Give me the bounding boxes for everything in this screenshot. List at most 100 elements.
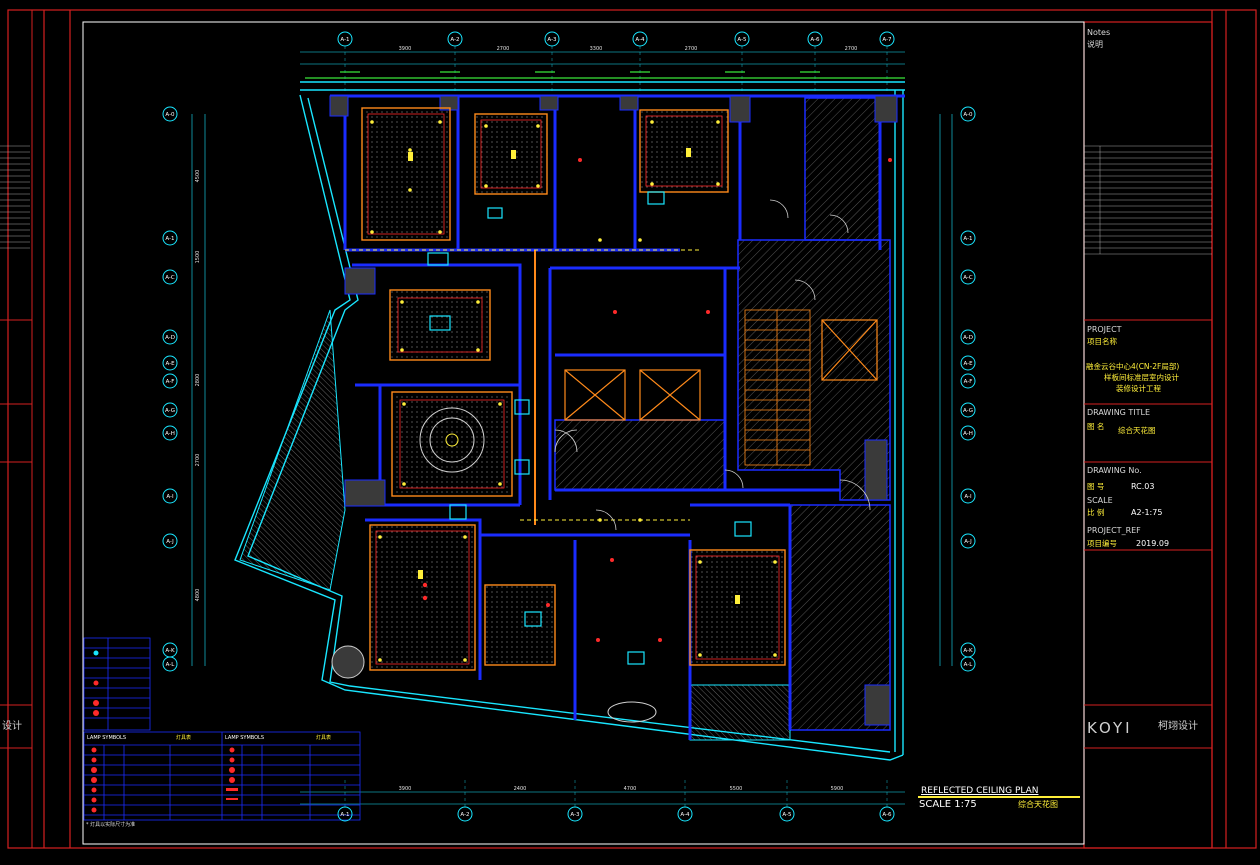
top-dimension-text: 2700 [497, 46, 510, 52]
bottom-dimension-text: 5500 [730, 786, 743, 792]
left-axis-bubble-label: A-D [165, 335, 175, 341]
scale-prefix: 比 例 [1087, 508, 1105, 517]
left-axis-bubble-label: A-I [166, 494, 174, 500]
left-axis-bubble: A-E [162, 355, 178, 371]
legend-lamp-label-left: LAMP SYMBOLS [87, 735, 127, 741]
red-light-symbols [422, 158, 892, 642]
top-axis-bubble: A-4 [632, 31, 648, 47]
drawing-no-label: DRAWING No. [1087, 466, 1142, 475]
legend-table-lamps [83, 731, 361, 821]
bottom-axis-bubble-label: A-5 [782, 812, 792, 818]
bottom-axis-bubble: A-1 [337, 806, 353, 822]
bottom-axis-bubble: A-4 [677, 806, 693, 822]
right-axis-bubble-label: A-C [963, 275, 973, 281]
dining-table [419, 407, 485, 473]
legend-col-header-left: 灯具表 [176, 735, 192, 741]
right-axis-bubble: A-G [960, 402, 976, 418]
drawing-no-prefix: 图 号 [1087, 482, 1105, 491]
light-symbols [370, 120, 777, 662]
plan-title-cn: 综合天花图 [1018, 800, 1058, 809]
left-axis-bubble-label: A-J [166, 539, 174, 545]
top-dimension-text: 2700 [845, 46, 858, 52]
left-axis-bubble-label: A-1 [165, 236, 174, 242]
left-dimension-text: 2800 [195, 374, 201, 387]
left-axis-bubble: A-I [162, 488, 178, 504]
top-dimension-text: 3900 [399, 46, 412, 52]
left-axis-bubble: A-F [162, 373, 178, 389]
left-axis-bubble: A-1 [162, 230, 178, 246]
bottom-dimension-text: 5900 [831, 786, 844, 792]
left-dimension-text: 4800 [195, 589, 201, 602]
legend-symbols [91, 650, 238, 813]
top-axis-bubble-label: A-6 [810, 37, 820, 43]
left-axis-bubble-label: A-F [166, 379, 175, 385]
right-axis-bubble: A-0 [960, 106, 976, 122]
top-axis-bubble-label: A-5 [737, 37, 747, 43]
project-name-line1: 融金云谷中心4(CN-2F局部) [1086, 362, 1180, 371]
axis-leaders [344, 46, 888, 808]
curtain-wall [234, 81, 905, 761]
scale-label: SCALE [1087, 496, 1113, 505]
right-axis-bubble-label: A-I [964, 494, 972, 500]
round-column [331, 645, 365, 679]
right-axis-bubble-label: A-K [963, 648, 973, 654]
project-ref-label: PROJECT_REF [1087, 526, 1141, 535]
dimension-lines [191, 51, 953, 805]
corridor-lines [345, 249, 700, 525]
bottom-axis-bubble-label: A-1 [340, 812, 349, 818]
right-axis-bubble: A-J [960, 533, 976, 549]
left-margin-strip [0, 10, 33, 848]
right-axis-bubble: A-L [960, 656, 976, 672]
bottom-dimension-text: 3900 [399, 786, 412, 792]
legend-lamp-label-right: LAMP SYMBOLS [225, 735, 265, 741]
plan-title: REFLECTED CEILING PLAN [921, 786, 1039, 796]
bottom-axis-bubble: A-6 [879, 806, 895, 822]
right-axis-bubble: A-F [960, 373, 976, 389]
project-ref-prefix: 项目编号 [1087, 539, 1117, 548]
right-axis-bubble: A-C [960, 269, 976, 285]
notes-label: Notes [1087, 28, 1111, 37]
right-axis-bubble-label: A-H [963, 431, 973, 437]
right-axis-bubble-label: A-0 [963, 112, 973, 118]
bottom-axis-bubble: A-2 [457, 806, 473, 822]
right-axis-bubble-label: A-E [963, 361, 973, 367]
right-axis-bubble-label: A-F [964, 379, 973, 385]
plan-scale: SCALE 1:75 [919, 799, 977, 810]
left-axis-bubble: A-0 [162, 106, 178, 122]
top-axis-bubble-label: A-1 [340, 37, 349, 43]
bottom-axis-bubble: A-5 [779, 806, 795, 822]
top-axis-bubble: A-6 [807, 31, 823, 47]
company-logo: KOYI [1087, 719, 1133, 737]
drawing-no-value: RC.03 [1131, 482, 1155, 491]
hatched-areas [239, 97, 891, 741]
left-axis-bubble: A-K [162, 642, 178, 658]
lift-shafts [564, 319, 878, 421]
top-axis-bubble-label: A-2 [450, 37, 459, 43]
right-axis-bubble: A-1 [960, 230, 976, 246]
top-axis-bubble: A-3 [544, 31, 560, 47]
left-company-fragment: 设计 [2, 721, 22, 732]
project-name-line2: 样板间标准层室内设计 [1104, 373, 1179, 382]
bottom-axis-bubble-label: A-6 [882, 812, 892, 818]
right-axis-bubble: A-D [960, 329, 976, 345]
left-axis-bubble: A-L [162, 656, 178, 672]
right-axis-bubble-label: A-J [964, 539, 972, 545]
right-axis-bubble-label: A-1 [963, 236, 972, 242]
left-axis-bubble-label: A-H [165, 431, 175, 437]
door-swings [554, 199, 871, 531]
left-axis-bubble: A-J [162, 533, 178, 549]
right-axis-bubble: A-I [960, 488, 976, 504]
scale-value: A2-1:75 [1131, 508, 1163, 517]
top-axis-bubble-label: A-7 [882, 37, 892, 43]
right-axis-bubble: A-E [960, 355, 976, 371]
right-axis-bubble-label: A-L [964, 662, 974, 668]
legend-footnote: * 灯具以实际尺寸为准 [86, 822, 136, 828]
company-name-cn: 柯翊设计 [1158, 721, 1198, 732]
top-axis-bubble: A-7 [879, 31, 895, 47]
top-axis-bubble: A-5 [734, 31, 750, 47]
left-dimension-text: 1500 [195, 251, 201, 264]
room-ceilings [361, 107, 786, 671]
right-axis-bubble-label: A-G [963, 408, 973, 414]
left-axis-bubble-label: A-L [166, 662, 176, 668]
